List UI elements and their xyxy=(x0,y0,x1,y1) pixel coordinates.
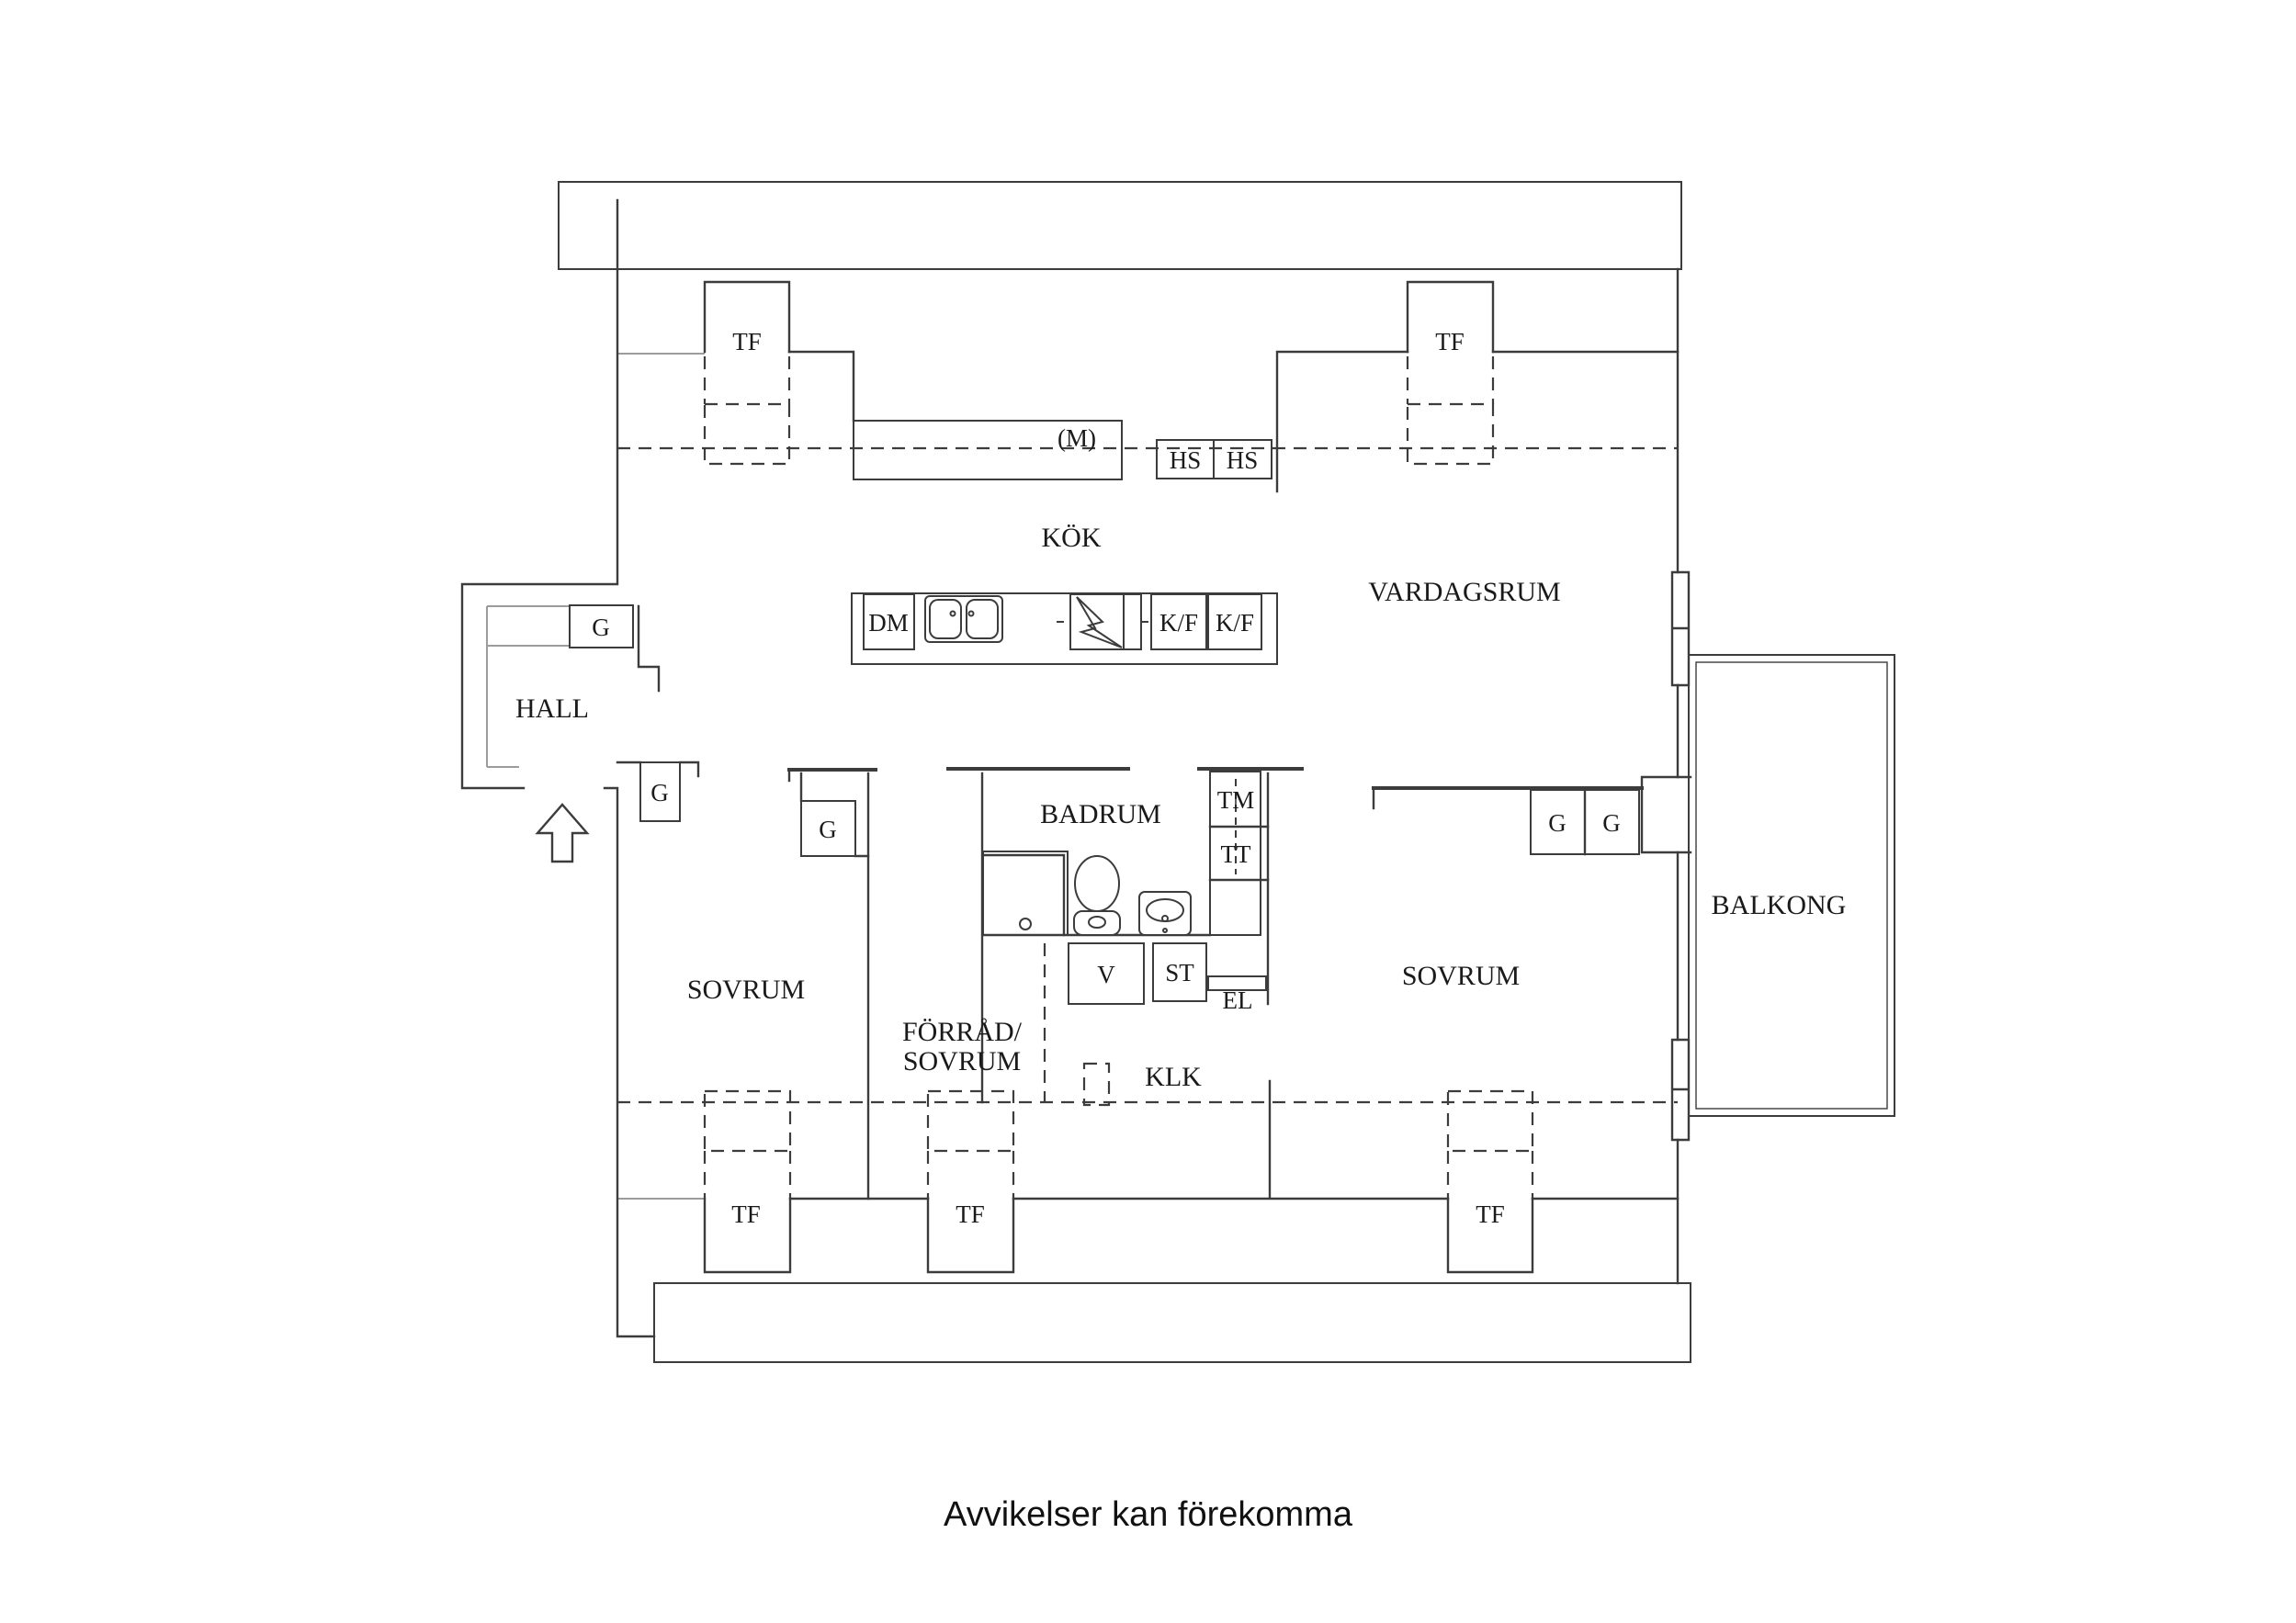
appliance-label-dm: DM xyxy=(868,609,909,637)
v-box xyxy=(1068,942,1145,1005)
stove-icon xyxy=(1057,593,1154,650)
closet-label-g-right-1: G xyxy=(1548,809,1566,837)
closet-label-g-entry: G xyxy=(650,779,669,806)
room-label-sovrum-right: SOVRUM xyxy=(1402,961,1520,991)
appliance-label-tt: TT xyxy=(1221,840,1251,868)
window-bay-bottom-left xyxy=(703,1197,792,1274)
kitchen-wall-counter xyxy=(853,420,1272,480)
appliance-label-tm: TM xyxy=(1217,786,1255,814)
window-bay-label-top-right: TF xyxy=(1435,328,1465,355)
room-label-hall: HALL xyxy=(515,693,589,724)
cabinet-hs-2 xyxy=(1213,439,1272,479)
closet-label-g-sovrum-left: G xyxy=(819,816,837,843)
window-bay-label-top-left: TF xyxy=(732,328,762,355)
room-label-badrum: BADRUM xyxy=(1040,799,1161,829)
window-bay-label-bottom-left: TF xyxy=(731,1200,761,1228)
room-label-vardagsrum: VARDAGSRUM xyxy=(1368,577,1561,607)
appliance-label-kf-2: K/F xyxy=(1216,609,1254,637)
window-bay-top-right xyxy=(1406,280,1495,354)
room-label-balkong: BALKONG xyxy=(1712,890,1847,920)
bathroom-sink-icon xyxy=(1138,891,1192,936)
el-box xyxy=(1207,975,1267,991)
window-bay-label-bottom-right: TF xyxy=(1476,1200,1505,1228)
fridge-box-2 xyxy=(1207,593,1262,650)
room-label-sovrum-left: SOVRUM xyxy=(687,975,805,1005)
closet-g-hall xyxy=(569,604,634,648)
shower-icon xyxy=(981,851,1069,937)
toilet-icon xyxy=(1073,855,1121,936)
dashed-sill-lines xyxy=(617,356,1678,1199)
window-bay-bottom-right xyxy=(1446,1197,1534,1274)
fridge-box-1 xyxy=(1150,593,1207,650)
closets xyxy=(569,604,1640,857)
window-bays xyxy=(703,280,1534,1274)
dishwasher-box xyxy=(863,593,915,650)
closet-g-entry xyxy=(639,761,681,822)
entry-arrow-icon xyxy=(535,803,590,863)
bottom-facade-band xyxy=(653,1282,1691,1363)
top-facade-band xyxy=(558,181,1682,270)
kitchen-island xyxy=(851,592,1278,665)
room-label-forrad-line1: FÖRRÅD/ xyxy=(902,1017,1023,1047)
cabinet-label-hs-2: HS xyxy=(1227,446,1259,474)
appliance-label-kf-1: K/F xyxy=(1159,609,1198,637)
cabinet-label-hs-1: HS xyxy=(1170,446,1202,474)
label-layer: TF TF TF TF TF (M) HS HS KÖK VARDAGSRUM G G G G G HALL D… xyxy=(515,328,1846,1228)
fixture-label-st: ST xyxy=(1165,959,1194,986)
fixture-label-el: EL xyxy=(1223,986,1253,1014)
exterior-walls xyxy=(460,198,1692,1338)
disclaimer-text: Avvikelser kan förekomma xyxy=(944,1495,1352,1534)
window-bay-top-left xyxy=(703,280,791,354)
counter-label-m: (M) xyxy=(1058,424,1096,452)
room-label-klk: KLK xyxy=(1145,1062,1202,1092)
secondary-lines xyxy=(486,353,705,1200)
room-label-kok: KÖK xyxy=(1042,523,1102,553)
closet-label-g-right-2: G xyxy=(1602,809,1621,837)
window-bay-bottom-middle xyxy=(926,1197,1015,1274)
st-box xyxy=(1152,942,1207,1002)
kitchen-sink-icon xyxy=(924,595,1003,643)
window-bay-label-bottom-middle: TF xyxy=(956,1200,985,1228)
interior-walls xyxy=(616,604,1644,1200)
balcony-outline xyxy=(1688,654,1895,1117)
room-label-forrad-line2: SOVRUM xyxy=(903,1046,1021,1076)
closet-label-g-hall: G xyxy=(592,614,610,641)
counter-m xyxy=(853,420,1123,480)
closet-g-sovrum-left xyxy=(800,800,856,857)
fixture-label-v: V xyxy=(1097,961,1115,988)
bathroom-fixtures xyxy=(981,851,1267,1005)
